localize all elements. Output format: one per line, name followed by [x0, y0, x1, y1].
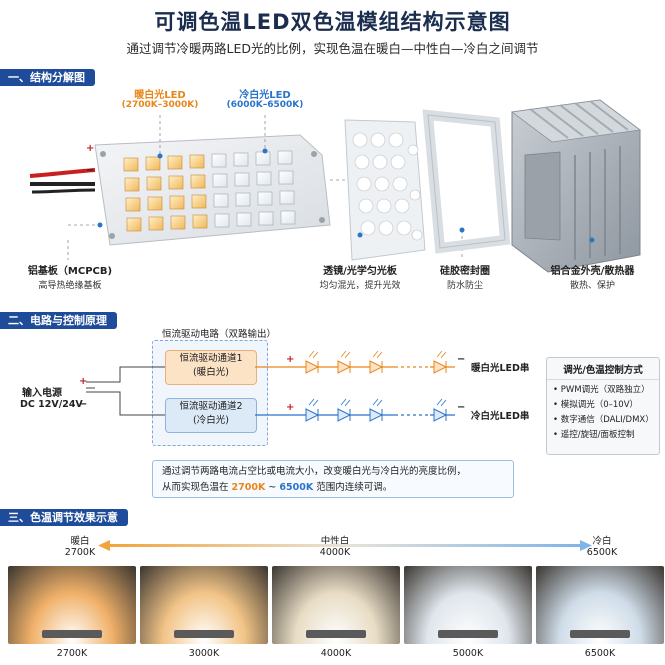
swatch-6500k	[536, 566, 664, 644]
control-methods-panel: 调光/色温控制方式 • PWM调光（双路独立） • 模拟调光（0–10V） • …	[546, 357, 660, 455]
power-wires	[29, 168, 96, 194]
cool-string-plus: +	[286, 402, 295, 413]
page-subtitle: 通过调节冷暖两路LED光的比例，实现色温在暖白—中性白—冷白之间调节	[126, 41, 539, 56]
warm-led-range: (2700K–3000K)	[121, 100, 199, 110]
color-temperature-arrow	[98, 540, 592, 551]
channel-2-name: 恒流驱动通道2	[179, 401, 243, 412]
section3-heading: 三、色温调节效果示意	[0, 509, 128, 526]
cool-led-label: 冷白光LED	[239, 90, 291, 101]
channel-1-name: 恒流驱动通道1	[179, 353, 243, 364]
swatch-label: 5000K	[452, 648, 484, 659]
swatch-label: 2700K	[56, 648, 88, 659]
control-method-item: • PWM调光（双路独立）	[553, 385, 650, 395]
scale-neutral-name: 中性白	[320, 536, 350, 547]
driver-channel-2: 恒流驱动通道2 (冷白光)	[165, 398, 257, 433]
pcb-desc: 高导热绝缘基板	[38, 281, 102, 291]
lens-desc: 均匀混光，提升光效	[319, 281, 401, 291]
lens-plate	[344, 119, 426, 261]
warm-string-label: 暖白光LED串	[471, 363, 530, 374]
scale-neutral-value: 4000K	[319, 547, 351, 558]
silicone-gasket	[422, 109, 511, 254]
note-line-2: 从而实现色温在 2700K ~ 6500K 范围内连续可调。	[162, 482, 393, 493]
section1-heading: 一、结构分解图	[0, 69, 95, 86]
scale-cool-value: 6500K	[586, 547, 618, 558]
warm-string-minus: −	[457, 354, 466, 365]
input-power-label: 输入电源	[22, 388, 62, 399]
scale-warm-value: 2700K	[64, 547, 96, 558]
gasket-label: 硅胶密封圈	[440, 266, 490, 277]
housing-desc: 散热、保护	[569, 281, 615, 291]
driver-channel-1: 恒流驱动通道1 (暖白光)	[165, 350, 257, 385]
circuit-schematic	[86, 350, 455, 422]
control-method-item: • 数字通信（DALI/DMX）	[553, 415, 654, 425]
page-title: 可调色温LED双色温模组结构示意图	[154, 10, 511, 34]
pointer-dots	[97, 148, 595, 243]
cool-led-string	[255, 398, 455, 422]
exploded-structure-diagram	[29, 99, 642, 273]
swatch-label: 6500K	[584, 648, 616, 659]
input-minus-sign: −	[79, 399, 88, 410]
warm-string-plus: +	[286, 354, 295, 365]
swatch-label: 4000K	[320, 648, 352, 659]
cool-string-minus: −	[457, 402, 466, 413]
pcb-plus-sign: +	[86, 143, 95, 154]
input-plus-sign: +	[79, 376, 88, 387]
cool-string-label: 冷白光LED串	[471, 411, 530, 422]
gasket-desc: 防水防尘	[446, 281, 483, 291]
pcb-minus-sign: −	[86, 165, 95, 176]
swatch-4000k	[272, 566, 400, 644]
aluminum-housing	[510, 99, 642, 273]
swatch-label: 3000K	[188, 648, 220, 659]
warm-led-array	[123, 154, 208, 232]
swatch-5000k	[404, 566, 532, 644]
lens-label: 透镜/光学匀光板	[323, 266, 397, 277]
driver-title: 恒流驱动电路（双路输出）	[162, 329, 277, 340]
note-line-1: 通过调节两路电流占空比或电流大小，改变暖白光与冷白光的亮度比例，	[162, 466, 467, 477]
swatch-3000k	[140, 566, 268, 644]
control-method-item: • 遥控/旋钮/面板控制	[553, 430, 635, 440]
scale-warm-name: 暖白	[70, 536, 90, 547]
scale-cool-name: 冷白	[592, 536, 612, 547]
cool-led-range: (6000K–6500K)	[226, 100, 304, 110]
input-power-spec: DC 12V/24V	[20, 399, 83, 410]
control-method-item: • 模拟调光（0–10V）	[553, 400, 639, 410]
channel-1-desc: (暖白光)	[193, 367, 229, 378]
cool-led-array	[211, 150, 296, 228]
warm-led-label: 暖白光LED	[134, 90, 186, 101]
section2-heading: 二、电路与控制原理	[0, 312, 117, 329]
housing-label: 铝合金外壳/散热器	[550, 266, 635, 277]
warm-led-string	[255, 350, 455, 374]
swatch-2700k	[8, 566, 136, 644]
channel-2-desc: (冷白光)	[193, 415, 229, 426]
pcb-label: 铝基板（MCPCB)	[27, 266, 113, 277]
control-methods-title: 调光/色温控制方式	[547, 358, 659, 380]
control-principle-note: 通过调节两路电流占空比或电流大小，改变暖白光与冷白光的亮度比例， 从而实现色温在…	[152, 460, 514, 498]
